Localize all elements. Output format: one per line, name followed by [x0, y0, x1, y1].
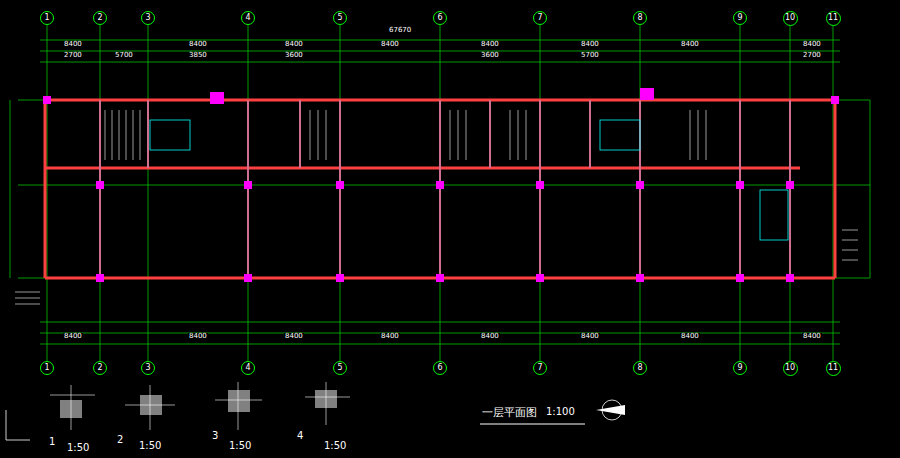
axis-number: 11: [828, 14, 838, 22]
axis-number: 7: [537, 14, 542, 22]
dimension-text: 2700: [63, 52, 83, 59]
axis-bubble: 3: [141, 11, 155, 25]
axis-bubble: 7: [533, 361, 547, 375]
axis-bubble: 11: [826, 11, 841, 26]
dimension-text: 3850: [188, 52, 208, 59]
axis-bubble: 10: [783, 11, 798, 26]
dimension-text: 8400: [802, 41, 822, 48]
axis-bubble: 5: [333, 11, 347, 25]
scale-label: 1:50: [228, 441, 252, 451]
dimension-text: 8400: [480, 41, 500, 48]
axis-number: 5: [337, 14, 342, 22]
dimension-text: 8400: [63, 333, 83, 340]
scale-label: 1:50: [323, 441, 347, 451]
dimension-text: 5700: [114, 52, 134, 59]
dimension-text: 8400: [580, 333, 600, 340]
axis-number: 5: [337, 364, 342, 372]
axis-number: 8: [637, 364, 642, 372]
dimension-text: 8400: [480, 333, 500, 340]
axis-number: 9: [737, 14, 742, 22]
axis-number: 3: [145, 364, 150, 372]
axis-number: 2: [97, 364, 102, 372]
axis-number: 1: [44, 14, 49, 22]
axis-bubble: 9: [733, 11, 747, 25]
axis-number: 6: [437, 14, 442, 22]
detail-number: 4: [296, 431, 304, 441]
axis-number: 10: [785, 14, 795, 22]
axis-number: 2: [97, 14, 102, 22]
axis-bubble: 6: [433, 361, 447, 375]
axis-bubble: 10: [783, 361, 798, 376]
axis-bubble: 8: [633, 11, 647, 25]
axis-bubble: 4: [241, 11, 255, 25]
axis-number: 4: [245, 14, 250, 22]
axis-bubble: 3: [141, 361, 155, 375]
dimension-text: 8400: [680, 41, 700, 48]
axis-number: 3: [145, 14, 150, 22]
detail-number: 2: [116, 435, 124, 445]
dimension-text: 8400: [802, 333, 822, 340]
axis-number: 6: [437, 364, 442, 372]
axis-bubble: 7: [533, 11, 547, 25]
scale-label: 1:50: [138, 441, 162, 451]
dimension-text: 8400: [380, 41, 400, 48]
axis-bubble: 6: [433, 11, 447, 25]
axis-number: 10: [785, 364, 795, 372]
axis-bubble: 1: [40, 11, 54, 25]
axis-number: 11: [828, 364, 838, 372]
axis-bubble: 2: [93, 11, 107, 25]
dimension-text: 3600: [480, 52, 500, 59]
drawing-title: 一层平面图: [482, 405, 537, 420]
dimension-text: 2700: [802, 52, 822, 59]
dimension-text: 8400: [188, 41, 208, 48]
detail-number: 3: [211, 431, 219, 441]
dimension-text: 8400: [580, 41, 600, 48]
axis-bubble: 2: [93, 361, 107, 375]
axis-bubble: 1: [40, 361, 54, 375]
dimension-text: 8400: [380, 333, 400, 340]
axis-number: 7: [537, 364, 542, 372]
dimension-text: 3600: [284, 52, 304, 59]
dimension-text: 8400: [284, 41, 304, 48]
axis-number: 1: [44, 364, 49, 372]
dimension-text: 8400: [284, 333, 304, 340]
axis-bubble: 8: [633, 361, 647, 375]
dimension-text: 8400: [188, 333, 208, 340]
dimension-text: 8400: [63, 41, 83, 48]
scale-label: 1:100: [545, 407, 576, 417]
axis-bubble: 5: [333, 361, 347, 375]
dimension-text: 8400: [680, 333, 700, 340]
dimension-text: 67670: [388, 27, 412, 34]
detail-number: 1: [48, 437, 56, 447]
dimension-text: 5700: [580, 52, 600, 59]
axis-number: 9: [737, 364, 742, 372]
axis-bubble: 11: [826, 361, 841, 376]
axis-bubble: 9: [733, 361, 747, 375]
axis-bubble: 4: [241, 361, 255, 375]
axis-number: 4: [245, 364, 250, 372]
axis-number: 8: [637, 14, 642, 22]
scale-label: 1:50: [66, 443, 90, 453]
